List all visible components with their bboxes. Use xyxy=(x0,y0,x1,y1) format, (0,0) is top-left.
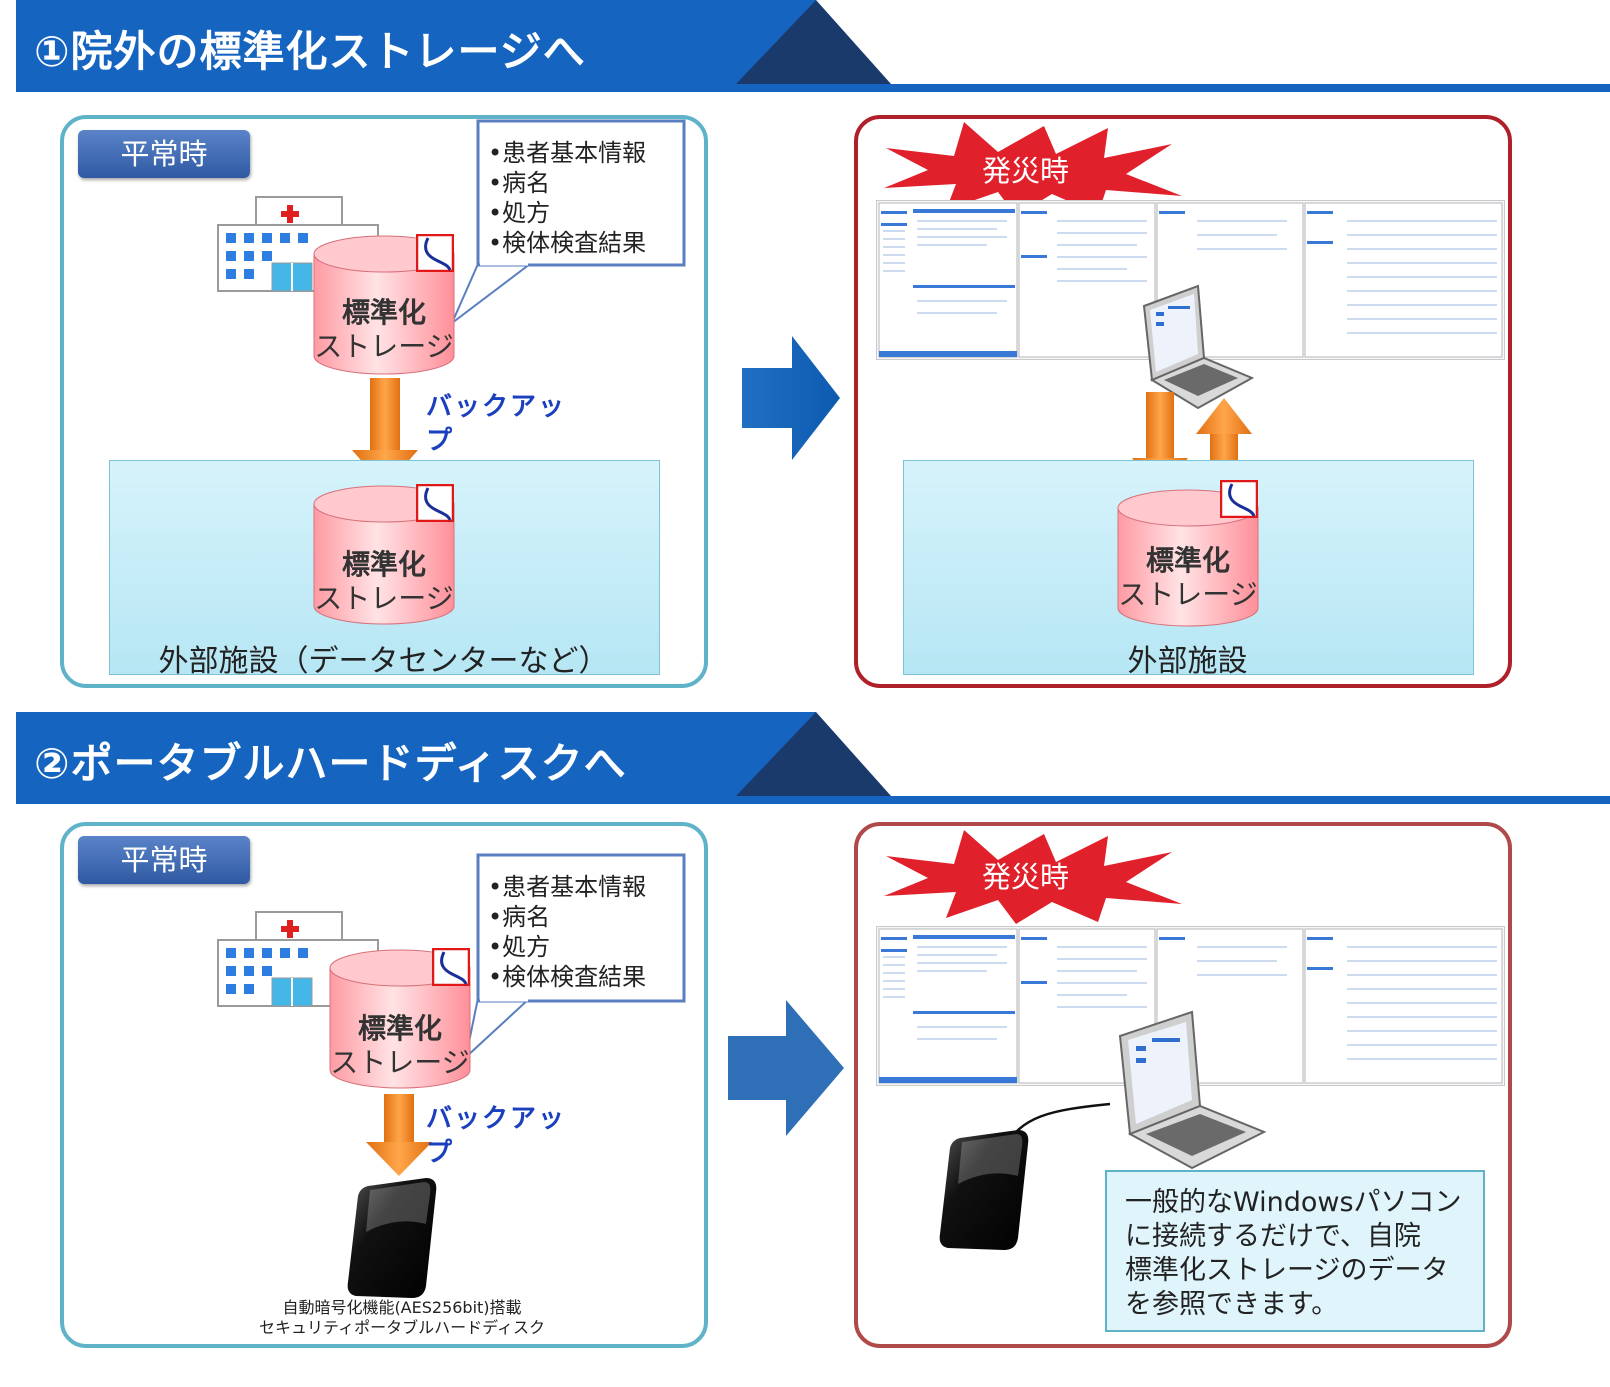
laptop-icon xyxy=(1118,1010,1267,1170)
big-right-arrow-icon xyxy=(742,336,840,460)
starburst-icon xyxy=(884,830,1182,924)
section2-title: ②ポータブルハードディスクへ xyxy=(34,739,627,788)
storage-label: 標準化 ストレージ xyxy=(1116,544,1260,612)
remote-storage-label-line1: 標準化 xyxy=(341,548,426,581)
storage-tag-icon xyxy=(1220,480,1258,518)
laptop-icon xyxy=(1142,284,1254,410)
hdd-caption: 自動暗号化機能(AES256bit)搭載 セキュリティポータブルハードディスク xyxy=(232,1298,572,1338)
hdd-caption-line1: 自動暗号化機能(AES256bit)搭載 xyxy=(282,1298,522,1317)
section1-title: ①院外の標準化ストレージへ xyxy=(34,27,586,76)
info-note: 一般的なWindowsパソコン に接続するだけで、自院 標準化ストレージのデータ… xyxy=(1105,1170,1485,1332)
storage-label: 標準化 ストレージ xyxy=(328,1012,472,1080)
disaster-badge: 発災時 xyxy=(982,154,1070,188)
big-right-arrow-icon xyxy=(728,1000,844,1136)
storage-label-line1: 標準化 xyxy=(357,1012,442,1045)
backup-label: バックアッ プ xyxy=(426,392,567,456)
storage-label-line2: ストレージ xyxy=(314,330,454,363)
storage-label-line1: 標準化 xyxy=(341,296,426,329)
info-callout xyxy=(449,119,686,327)
normal-state-badge: 平常時 xyxy=(78,130,250,178)
emr-screens-thumbnail xyxy=(876,200,1505,360)
storage-label-line1: 標準化 xyxy=(1145,544,1230,577)
storage-label-line2: ストレージ xyxy=(330,1046,470,1079)
section-header-shape xyxy=(16,712,1610,804)
facility-label: 外部施設 xyxy=(1127,644,1248,679)
facility-label: 外部施設（データセンターなど） xyxy=(158,644,609,679)
storage-tag-icon xyxy=(416,234,454,272)
info-callout xyxy=(464,853,686,1060)
callout-text: •患者基本情報 •病名 •処方 •検体検査結果 xyxy=(488,139,647,257)
portable-hdd-icon xyxy=(347,1178,437,1298)
hdd-caption-line2: セキュリティポータブルハードディスク xyxy=(259,1318,545,1337)
remote-storage-label: 標準化 ストレージ xyxy=(312,548,456,616)
storage-label: 標準化 ストレージ xyxy=(312,296,456,364)
backup-label: バックアッ プ xyxy=(426,1104,567,1168)
disaster-badge: 発災時 xyxy=(982,860,1070,894)
section2-header: ②ポータブルハードディスクへ xyxy=(16,712,1610,806)
storage-tag-icon xyxy=(416,484,454,522)
portable-hdd-icon xyxy=(939,1130,1029,1250)
remote-storage-label-line2: ストレージ xyxy=(314,582,454,615)
orange-arrow-icon xyxy=(366,1094,432,1176)
storage-tag-icon xyxy=(432,948,470,986)
section1-header: ①院外の標準化ストレージへ xyxy=(16,0,1610,94)
storage-label-line2: ストレージ xyxy=(1118,578,1258,611)
starburst-icon xyxy=(884,122,1182,216)
section-header-shape xyxy=(16,0,1610,92)
callout-text: •患者基本情報 •病名 •処方 •検体検査結果 xyxy=(488,873,647,991)
normal-state-badge: 平常時 xyxy=(78,836,250,884)
